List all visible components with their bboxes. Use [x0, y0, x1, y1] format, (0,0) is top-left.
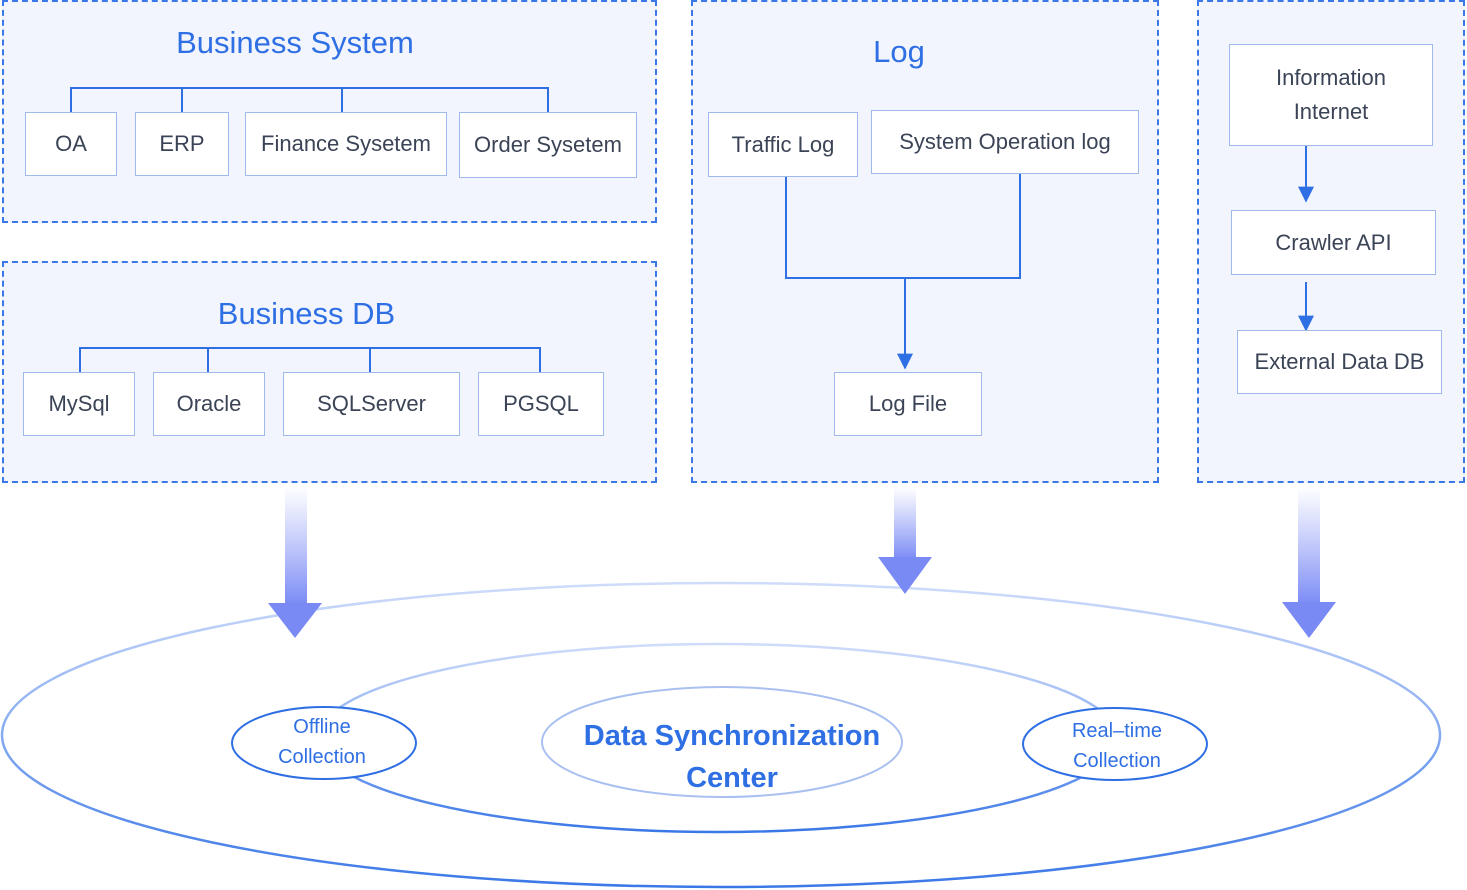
node-pgsql: PGSQL — [478, 372, 604, 436]
node-log-file: Log File — [834, 372, 982, 436]
business-system-title: Business System — [176, 25, 414, 60]
node-sqlserver: SQLServer — [283, 372, 460, 436]
offline-collection-label: Offline Collection — [232, 712, 412, 772]
external-arrow — [1282, 487, 1336, 638]
node-erp: ERP — [135, 112, 229, 176]
node-oa: OA — [25, 112, 117, 176]
offline-ring — [231, 706, 417, 780]
realtime-collection-label: Real–time Collection — [1027, 716, 1207, 776]
sync-center-line1: Data Synchronization — [583, 720, 881, 752]
outer-ring — [0, 581, 1442, 889]
sync-center-line2: Center — [686, 762, 778, 794]
node-traffic-log: Traffic Log — [708, 112, 858, 177]
information-internet-line1: Information — [1275, 65, 1387, 90]
node-oracle: Oracle — [153, 372, 265, 436]
node-finance-system: Finance Sysetem — [245, 112, 447, 176]
offline-arrow — [268, 487, 322, 638]
sync-center-label: Data Synchronization Center — [542, 715, 922, 799]
offline-line2: Collection — [278, 746, 366, 768]
node-mysql: MySql — [23, 372, 135, 436]
realtime-line2: Collection — [1073, 750, 1161, 772]
log-title: Log — [873, 34, 925, 69]
realtime-ring — [1022, 707, 1208, 781]
node-crawler-api: Crawler API — [1231, 210, 1436, 275]
center-ring — [541, 686, 903, 798]
offline-line1: Offline — [293, 716, 351, 738]
node-information-internet: Information Internet — [1229, 44, 1433, 146]
realtime-line1: Real–time — [1071, 720, 1163, 742]
information-internet-line2: Internet — [1293, 99, 1369, 124]
log-arrow — [878, 487, 932, 594]
node-order-system: Order Sysetem — [459, 112, 637, 178]
node-system-operation-log: System Operation log — [871, 110, 1139, 174]
business-system-panel: Business System — [2, 0, 657, 223]
business-db-title: Business DB — [217, 296, 396, 331]
node-external-data-db: External Data DB — [1237, 330, 1442, 394]
